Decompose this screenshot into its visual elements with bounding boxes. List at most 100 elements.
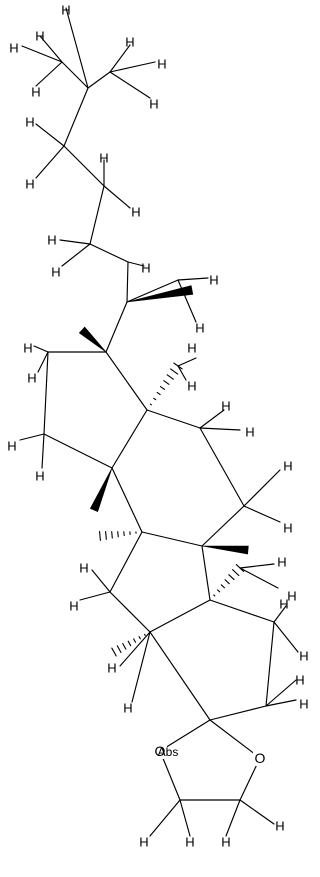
hydrogen-bond-line: [91, 569, 111, 593]
hydrogen-bond-line: [59, 239, 91, 245]
hydrogen-label: H: [283, 521, 292, 536]
bond-line: [209, 705, 267, 721]
hash-bond-stroke: [169, 368, 179, 375]
hydrogen-bond-line: [109, 71, 151, 99]
hash-bond-stroke: [122, 642, 127, 650]
hydrogen-label: H: [299, 649, 308, 664]
hydrogen-bond-line: [149, 799, 181, 837]
hash-bond-stroke: [149, 403, 152, 406]
hydrogen-bond-line: [37, 351, 49, 373]
hydrogen-label: H: [47, 233, 56, 248]
bond-line: [201, 545, 211, 601]
hydrogen-bond-line: [177, 357, 197, 367]
bond-line: [63, 87, 89, 147]
wedge-bond: [201, 545, 249, 555]
bond-line: [87, 71, 111, 89]
hydrogen-label: H: [187, 341, 196, 356]
hash-bond-stroke: [111, 531, 113, 539]
hydrogen-bond-line: [19, 433, 45, 441]
hash-bond-stroke: [111, 647, 117, 657]
wedge-bond: [126, 285, 194, 303]
hash-bond-stroke: [99, 530, 101, 542]
oxygen-label: O: [155, 743, 166, 759]
hydrogen-label: H: [277, 555, 286, 570]
hydrogen-bond-line: [35, 145, 65, 179]
bond-line: [159, 719, 211, 752]
bond-line: [43, 351, 49, 435]
hydrogen-label: H: [279, 597, 288, 612]
hydrogen-label: H: [283, 459, 292, 474]
hydrogen-bond-line: [119, 631, 151, 667]
hydrogen-label: H: [141, 261, 150, 276]
hash-bond-stroke: [133, 638, 137, 643]
hydrogen-label: H: [125, 35, 134, 50]
abs-stereo-marker: Abs: [158, 745, 179, 759]
hash-bond-stroke: [228, 574, 235, 581]
bond-line: [199, 427, 245, 507]
hydrogen-bond-line: [265, 679, 297, 707]
hydrogen-bond-line: [239, 567, 279, 589]
hydrogen-bond-line: [273, 605, 287, 623]
hydrogen-bond-line: [39, 35, 63, 63]
bond-line: [126, 261, 129, 303]
bond-line: [159, 750, 181, 801]
hydrogen-bond-line: [127, 261, 145, 267]
hydrogen-bond-line: [35, 61, 63, 87]
hydrogen-label: H: [27, 371, 36, 386]
hydrogen-bond-line: [225, 799, 241, 837]
hydrogen-label: H: [187, 379, 196, 394]
hash-bond-stroke: [166, 374, 174, 380]
hash-bond-stroke: [156, 391, 161, 396]
hydrogen-label: H: [149, 97, 158, 112]
hydrogen-bond-line: [79, 591, 111, 601]
hydrogen-label: H: [35, 469, 44, 484]
oxygen-label-backing: [253, 750, 267, 766]
hydrogen-bond-line: [35, 123, 65, 147]
hydrogen-bond-line: [243, 469, 281, 507]
hydrogen-bond-line: [199, 409, 225, 429]
hydrogen-label: H: [51, 265, 60, 280]
hydrogen-bond-line: [179, 799, 191, 837]
hydrogen-label: H: [245, 425, 254, 440]
hash-bond-stroke: [138, 636, 141, 640]
hash-bond-stroke: [116, 645, 122, 654]
bond-line: [61, 61, 89, 89]
wedge-bond: [89, 467, 113, 512]
hash-bond-stroke: [143, 633, 146, 636]
bond-line: [201, 505, 245, 547]
hash-bond-stroke: [159, 386, 166, 390]
hydrogen-label: H: [69, 599, 78, 614]
hydrogen-bond-line: [61, 243, 91, 267]
bond-line: [63, 145, 105, 187]
hydrogen-bond-line: [273, 621, 299, 653]
bond-line: [209, 599, 275, 623]
hydrogen-label: H: [295, 673, 304, 688]
oxygen-label-backing: [153, 743, 167, 759]
hydrogen-bond-line: [103, 185, 131, 209]
hydrogen-label: H: [35, 29, 44, 44]
hydrogen-bond-line: [21, 45, 63, 63]
hydrogen-label: H: [31, 85, 40, 100]
hydrogen-label: H: [107, 661, 116, 676]
hydrogen-label: H: [221, 835, 230, 850]
hydrogen-label: H: [131, 205, 140, 220]
hydrogen-label: H: [7, 439, 16, 454]
bond-line: [149, 599, 211, 633]
hash-bond-stroke: [213, 594, 216, 597]
hash-bond-stroke: [232, 569, 240, 577]
hydrogen-bond-line: [33, 345, 49, 353]
hydrogen-label: H: [25, 177, 34, 192]
hydrogen-label: H: [287, 589, 296, 604]
hash-bond-stroke: [163, 380, 170, 385]
hydrogen-bond-line: [131, 631, 151, 703]
hydrogen-bond-line: [199, 427, 241, 431]
bond-line: [89, 243, 129, 263]
hydrogen-label: H: [185, 835, 194, 850]
bond-line: [141, 531, 203, 547]
bond-line: [111, 467, 143, 533]
hydrogen-label: H: [99, 151, 108, 166]
hash-bond-stroke: [216, 589, 221, 593]
bond-line: [43, 433, 113, 469]
